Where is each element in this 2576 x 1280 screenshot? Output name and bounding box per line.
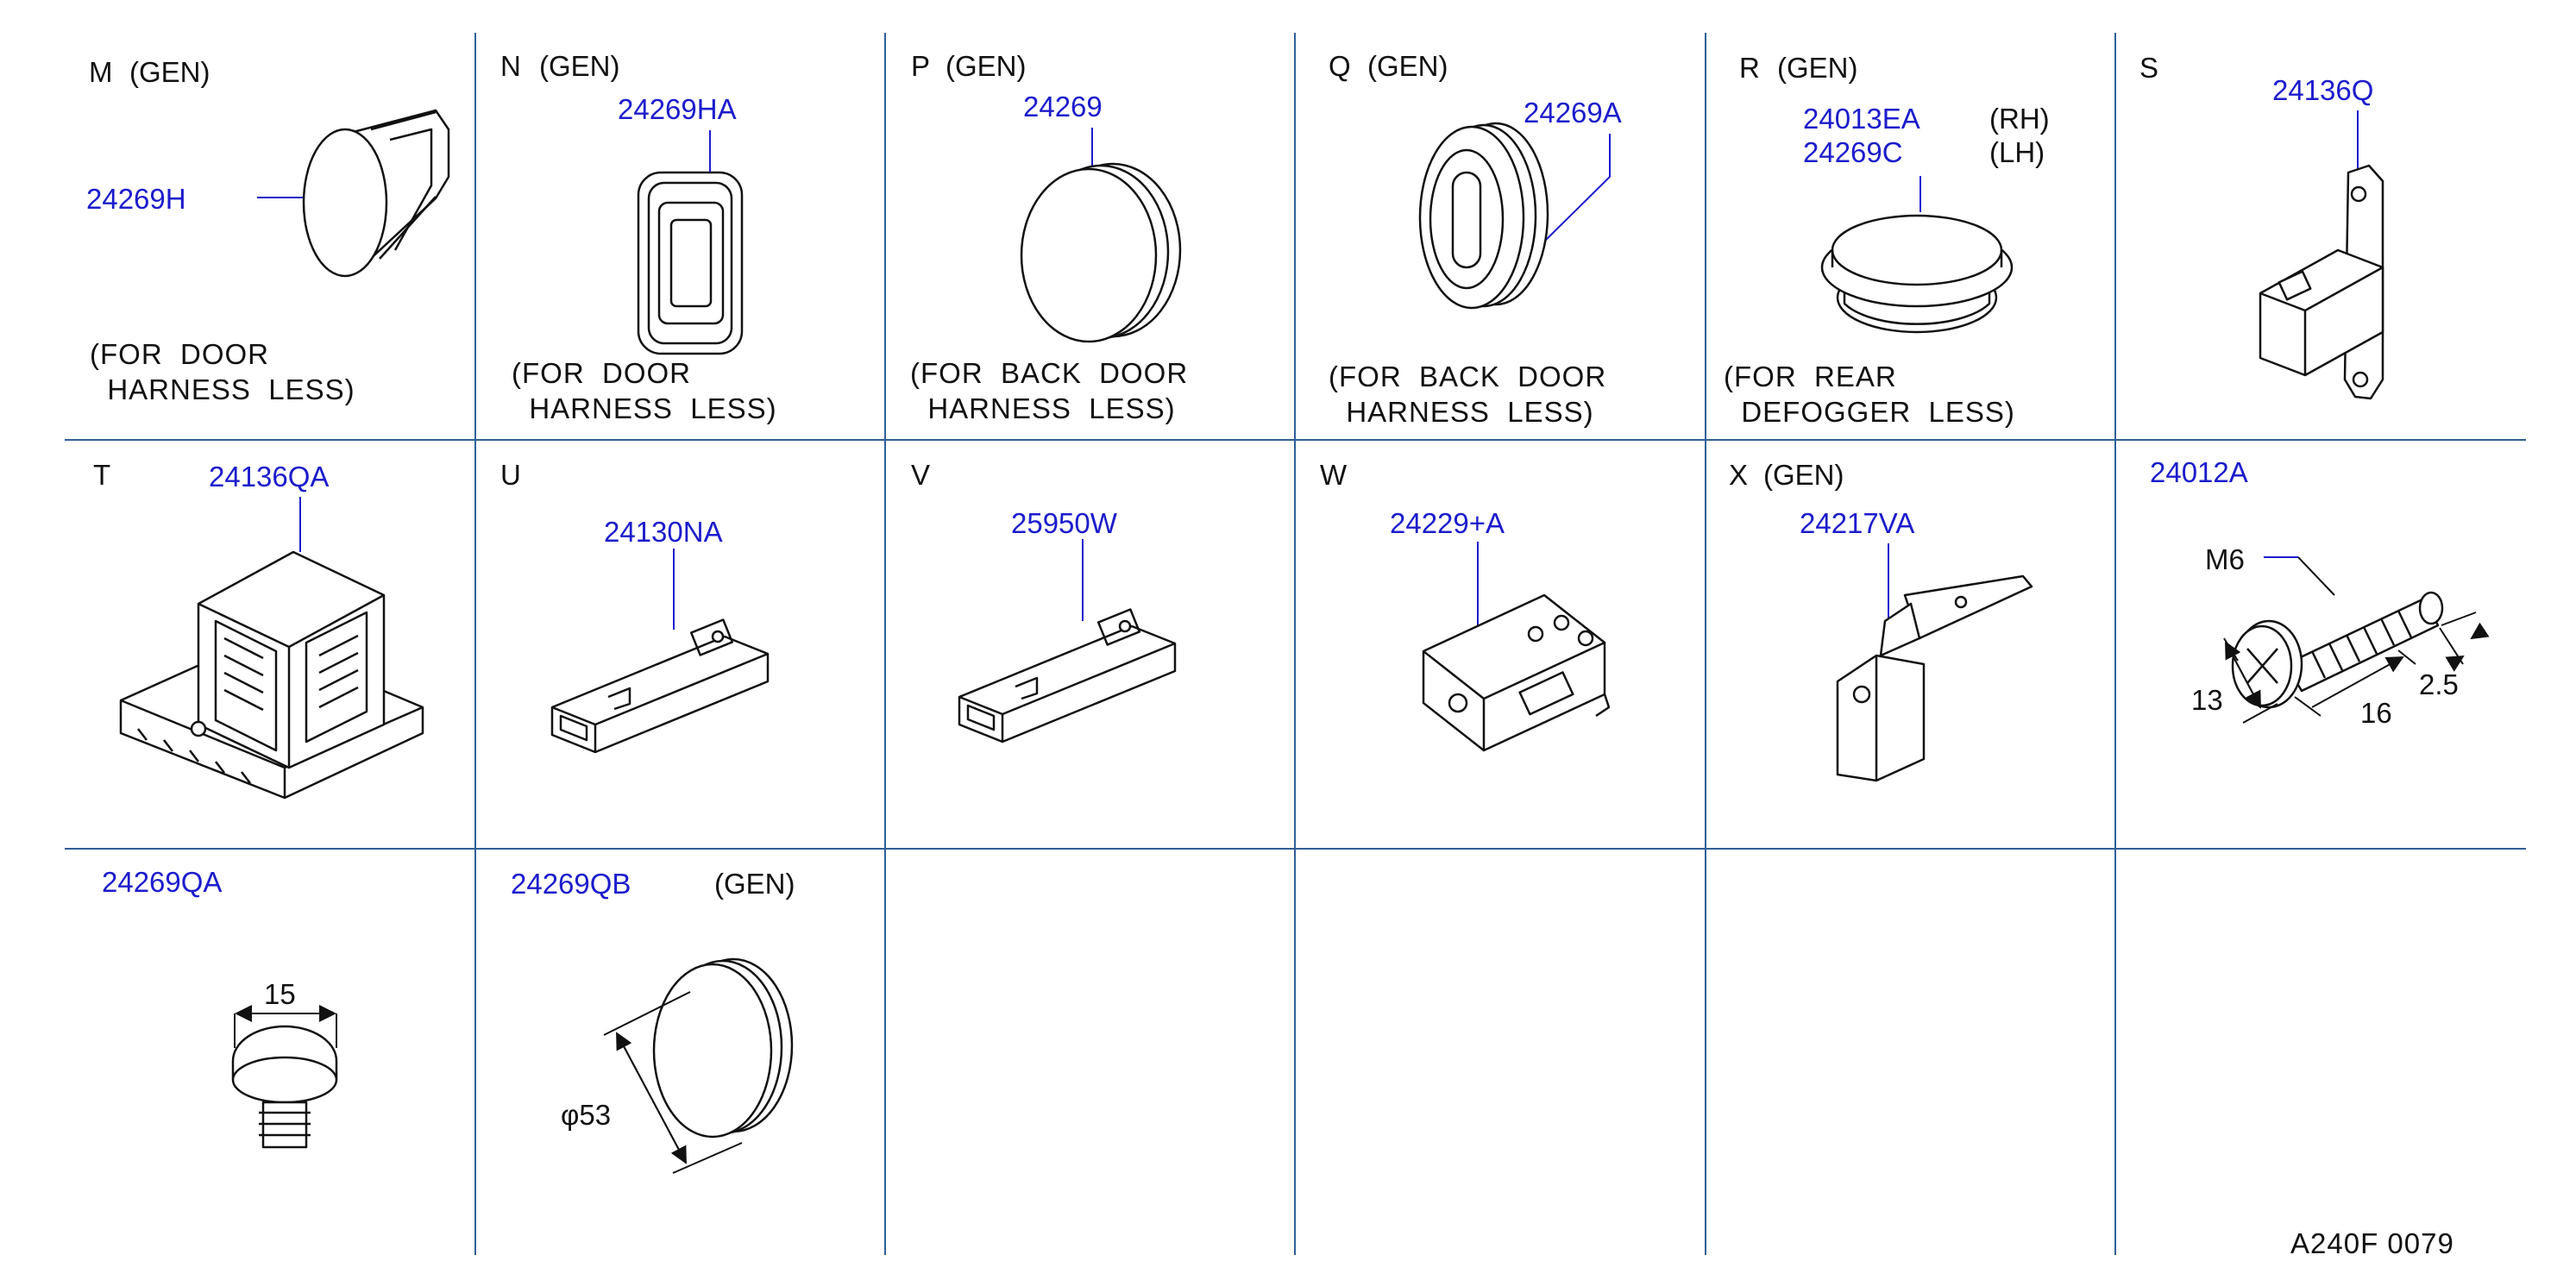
push-clip-drawing [231, 1025, 338, 1149]
cell-n-part-number: 24269HA [618, 93, 737, 125]
cell-r-part-number-lh: 24269C [1803, 136, 1903, 168]
grommet-p-drawing [1020, 162, 1182, 343]
cell-r-gen: (GEN) [1777, 52, 1858, 84]
leader-lines [257, 110, 2359, 638]
cell-p-part-number: 24269 [1023, 91, 1103, 122]
bolt-drawing [2231, 591, 2444, 709]
cell-q-letter: Q [1329, 50, 1351, 82]
cell-v-part-number: 25950W [1011, 507, 1117, 539]
cell-x-letter: X [1729, 459, 1749, 491]
cell-u-part-number: 24130NA [604, 516, 723, 548]
connector-u-drawing [550, 618, 770, 754]
cell-r-part-number-rh: 24013EA [1803, 103, 1920, 135]
plug-qb-drawing [652, 957, 794, 1139]
bolt-pitch-dimension: 2.5 [2419, 668, 2459, 700]
cell-m-part-number: 24269H [86, 183, 186, 215]
cell-r-letter: R [1739, 52, 1760, 84]
clip-x-drawing [1836, 574, 2033, 782]
plug-r-drawing [1820, 214, 2014, 334]
cell-m-gen: (GEN) [129, 56, 210, 88]
cell-v-letter: V [911, 459, 931, 491]
cell-s-letter: S [2139, 52, 2159, 84]
bolt-thread-label: M6 [2205, 543, 2245, 575]
clip-w-drawing [1422, 593, 1611, 752]
dimension-lines [234, 612, 2490, 1174]
bolt-head-dimension: 13 [2191, 684, 2223, 716]
cell-w-part-number: 24229+A [1390, 507, 1505, 539]
cell-qa-part-number: 24269QA [102, 866, 223, 898]
cell-q-gen: (GEN) [1367, 50, 1448, 82]
cell-p-letter: P [911, 50, 931, 82]
grommet-m-drawing [302, 109, 450, 278]
bracket-t-drawing [119, 550, 424, 800]
cell-u-letter: U [500, 459, 521, 491]
connector-v-drawing [958, 608, 1177, 744]
cell-qb-gen: (GEN) [714, 868, 795, 900]
cell-r-side-rh: (RH) [1989, 103, 2050, 135]
cell-m-letter: M [89, 56, 113, 88]
clip-s-drawing [2259, 164, 2384, 400]
bolt-length-dimension: 16 [2360, 697, 2392, 729]
cell-w-letter: W [1320, 459, 1348, 491]
grommet-n-drawing [637, 171, 744, 355]
cell-t-letter: T [93, 459, 111, 491]
grid-lines [65, 33, 2526, 1255]
cell-n-letter: N [500, 50, 521, 82]
cell-qb-part-number: 24269QB [511, 868, 631, 900]
push-clip-width-dimension: 15 [264, 978, 296, 1010]
grommet-q-drawing [1418, 122, 1549, 310]
plug-qb-diameter-dimension: φ53 [561, 1099, 612, 1131]
cell-t-part-number: 24136QA [209, 461, 330, 493]
cell-n-note: (FOR DOOR HARNESS LESS) [512, 357, 777, 424]
cell-bolt-part-number: 24012A [2150, 456, 2248, 488]
cell-s-part-number: 24136Q [2272, 74, 2374, 106]
cell-x-part-number: 24217VA [1800, 507, 1915, 539]
cell-p-gen: (GEN) [946, 50, 1027, 82]
leader-m6-tail [2297, 556, 2335, 596]
cell-q-part-number: 24269A [1524, 97, 1622, 129]
cell-n-gen: (GEN) [539, 50, 620, 82]
cell-m-note: (FOR DOOR HARNESS LESS) [90, 338, 355, 405]
cell-q-note: (FOR BACK DOOR HARNESS LESS) [1329, 361, 1607, 428]
drawing-reference: A240F 0079 [2290, 1227, 2454, 1259]
cell-r-side-lh: (LH) [1989, 136, 2045, 168]
cell-x-gen: (GEN) [1763, 459, 1844, 491]
cell-p-note: (FOR BACK DOOR HARNESS LESS) [910, 357, 1189, 424]
cell-r-note: (FOR REAR DEFOGGER LESS) [1724, 361, 2015, 428]
